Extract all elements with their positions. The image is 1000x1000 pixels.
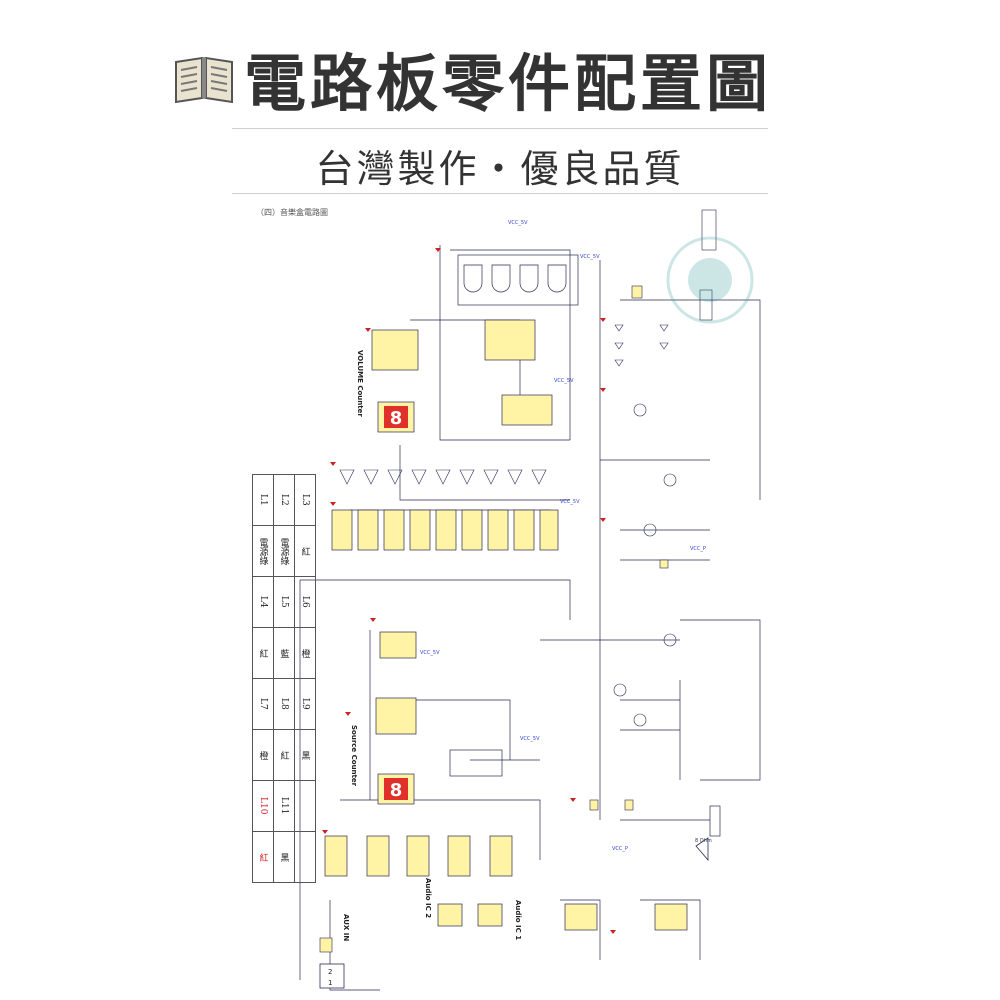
open-book-icon bbox=[175, 56, 233, 104]
svg-text:8: 8 bbox=[390, 408, 403, 429]
page-header: 電路板零件配置圖 台灣製作・優良品質 bbox=[0, 0, 1000, 200]
aux-in-label: AUX IN bbox=[342, 914, 350, 941]
speaker-icon: 8 Ohm bbox=[695, 805, 721, 862]
circuit-schematic: 8 8 VOLUME Counter Source Counter Audio … bbox=[299, 209, 761, 991]
svg-text:VCC_5V: VCC_5V bbox=[560, 499, 580, 505]
diagram-caption: （四）音樂盒電路圖 bbox=[256, 208, 328, 217]
aux-jack: 2 1 bbox=[319, 937, 345, 989]
svg-text:VCC_5V: VCC_5V bbox=[508, 220, 528, 226]
svg-text:VCC_5V: VCC_5V bbox=[580, 254, 600, 260]
svg-text:VCC_5V: VCC_5V bbox=[420, 650, 440, 656]
volume-counter-label: VOLUME Counter bbox=[356, 350, 364, 417]
svg-text:8: 8 bbox=[390, 780, 403, 801]
table-row: 紅 藍 橙 bbox=[252, 627, 316, 679]
svg-text:1: 1 bbox=[328, 979, 332, 987]
power-section bbox=[589, 209, 717, 811]
svg-text:8 Ohm: 8 Ohm bbox=[695, 838, 712, 844]
svg-text:VCC_5V: VCC_5V bbox=[554, 378, 574, 384]
title-row: 電路板零件配置圖 bbox=[172, 38, 772, 120]
seven-segment-volume: 8 bbox=[377, 401, 415, 433]
svg-text:VCC_P: VCC_P bbox=[612, 846, 628, 852]
table-row: L10 L11 bbox=[252, 780, 316, 832]
page-title: 電路板零件配置圖 bbox=[244, 47, 773, 120]
table-row: 電源綠 電源綠 紅 bbox=[252, 525, 316, 577]
transistor-array bbox=[457, 254, 579, 306]
table-row: 紅 黑 bbox=[252, 831, 316, 883]
seven-segment-source: 8 bbox=[377, 773, 415, 805]
table-row: L4 L5 L6 bbox=[252, 576, 316, 628]
table-row: 橙 紅 黑 bbox=[252, 729, 316, 781]
watermark-seal bbox=[666, 236, 754, 324]
table-row: L7 L8 L9 bbox=[252, 678, 316, 730]
svg-text:2: 2 bbox=[328, 968, 332, 976]
audio-ic-2-label: Audio IC 2 bbox=[424, 878, 432, 918]
svg-text:VCC_P: VCC_P bbox=[690, 546, 706, 552]
led-color-table: L1 L2 L3 電源綠 電源綠 紅 L4 L5 L6 紅 藍 橙 L7 L8 … bbox=[252, 474, 316, 883]
svg-text:VCC_5V: VCC_5V bbox=[520, 736, 540, 742]
divider-top bbox=[232, 128, 768, 129]
table-row: L1 L2 L3 bbox=[252, 474, 316, 526]
comparator-row bbox=[339, 469, 547, 485]
source-counter-label: Source Counter bbox=[350, 725, 358, 787]
ic-chips bbox=[324, 319, 688, 931]
audio-ic-1-label: Audio IC 1 bbox=[514, 900, 522, 940]
divider-bottom bbox=[232, 193, 768, 194]
page-subtitle: 台灣製作・優良品質 bbox=[315, 147, 685, 191]
